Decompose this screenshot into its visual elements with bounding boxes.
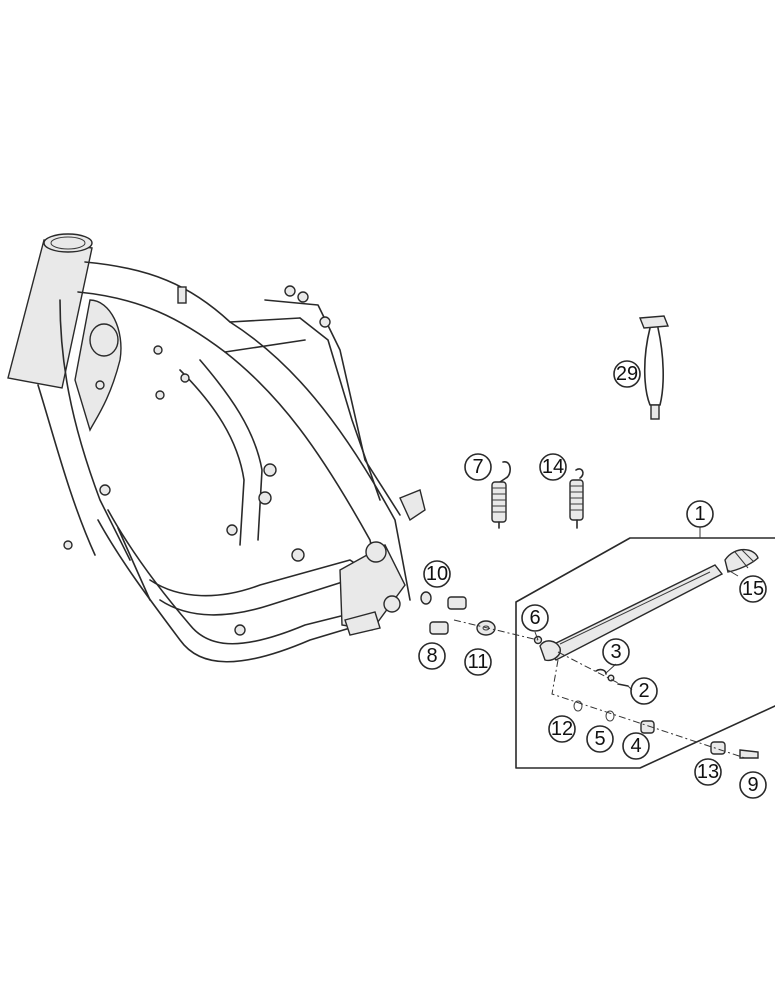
- bolt-part-8: [429, 621, 449, 635]
- bolt-part-9: [739, 749, 759, 759]
- callout-11: 11: [464, 648, 492, 676]
- callout-10-text: 10: [426, 563, 448, 585]
- callout-8: 8: [418, 642, 446, 670]
- callout-14: 14: [539, 453, 567, 481]
- ring-part-5: [605, 710, 615, 722]
- callout-9-text: 9: [747, 774, 758, 796]
- callout-29: 29: [613, 360, 641, 388]
- assembly-lines: [453, 619, 746, 759]
- screw-part-2: [617, 683, 629, 687]
- callout-7-text: 7: [472, 456, 483, 478]
- callout-13-text: 13: [697, 761, 719, 783]
- callout-15: 15: [739, 575, 767, 603]
- ring-part-12: [573, 700, 583, 712]
- sidestand-assembly-box: [515, 537, 775, 769]
- callout-13: 13: [694, 758, 722, 786]
- callout-labels: 1 2 3 4 5 6 7 8: [418, 360, 767, 799]
- callout-3: 3: [602, 638, 630, 666]
- bushing-part-13: [710, 741, 726, 755]
- callout-5: 5: [586, 725, 614, 753]
- callout-5-text: 5: [594, 728, 605, 750]
- callout-29-text: 29: [616, 363, 638, 385]
- steering-head-tube: [7, 233, 93, 389]
- callout-2-text: 2: [638, 680, 649, 702]
- foot-pad-part-15: [724, 548, 759, 573]
- callout-4: 4: [622, 732, 650, 760]
- callout-12-text: 12: [551, 718, 573, 740]
- callout-7: 7: [464, 453, 492, 481]
- callout-2: 2: [630, 677, 658, 705]
- callout-10: 10: [423, 560, 451, 588]
- callout-9: 9: [739, 771, 767, 799]
- callout-12: 12: [548, 715, 576, 743]
- callout-14-text: 14: [542, 456, 564, 478]
- pivot-bolt-part-10: [420, 591, 467, 610]
- callout-8-text: 8: [426, 645, 437, 667]
- callout-1: 1: [686, 500, 714, 528]
- callout-4-text: 4: [630, 735, 641, 757]
- callout-1-text: 1: [694, 503, 705, 525]
- bushing-part-4: [640, 720, 655, 734]
- clip-part-3: [595, 668, 615, 682]
- callout-6-text: 6: [529, 607, 540, 629]
- callout-15-text: 15: [742, 578, 764, 600]
- spring-part-7: [491, 461, 511, 529]
- motorcycle-frame: [7, 233, 426, 663]
- spring-part-14: [569, 468, 584, 529]
- callout-11-text: 11: [468, 651, 489, 673]
- sidestand-leg: [539, 564, 724, 662]
- callout-6: 6: [521, 604, 549, 632]
- tool-part-29: [638, 315, 670, 420]
- callout-3-text: 3: [610, 641, 621, 663]
